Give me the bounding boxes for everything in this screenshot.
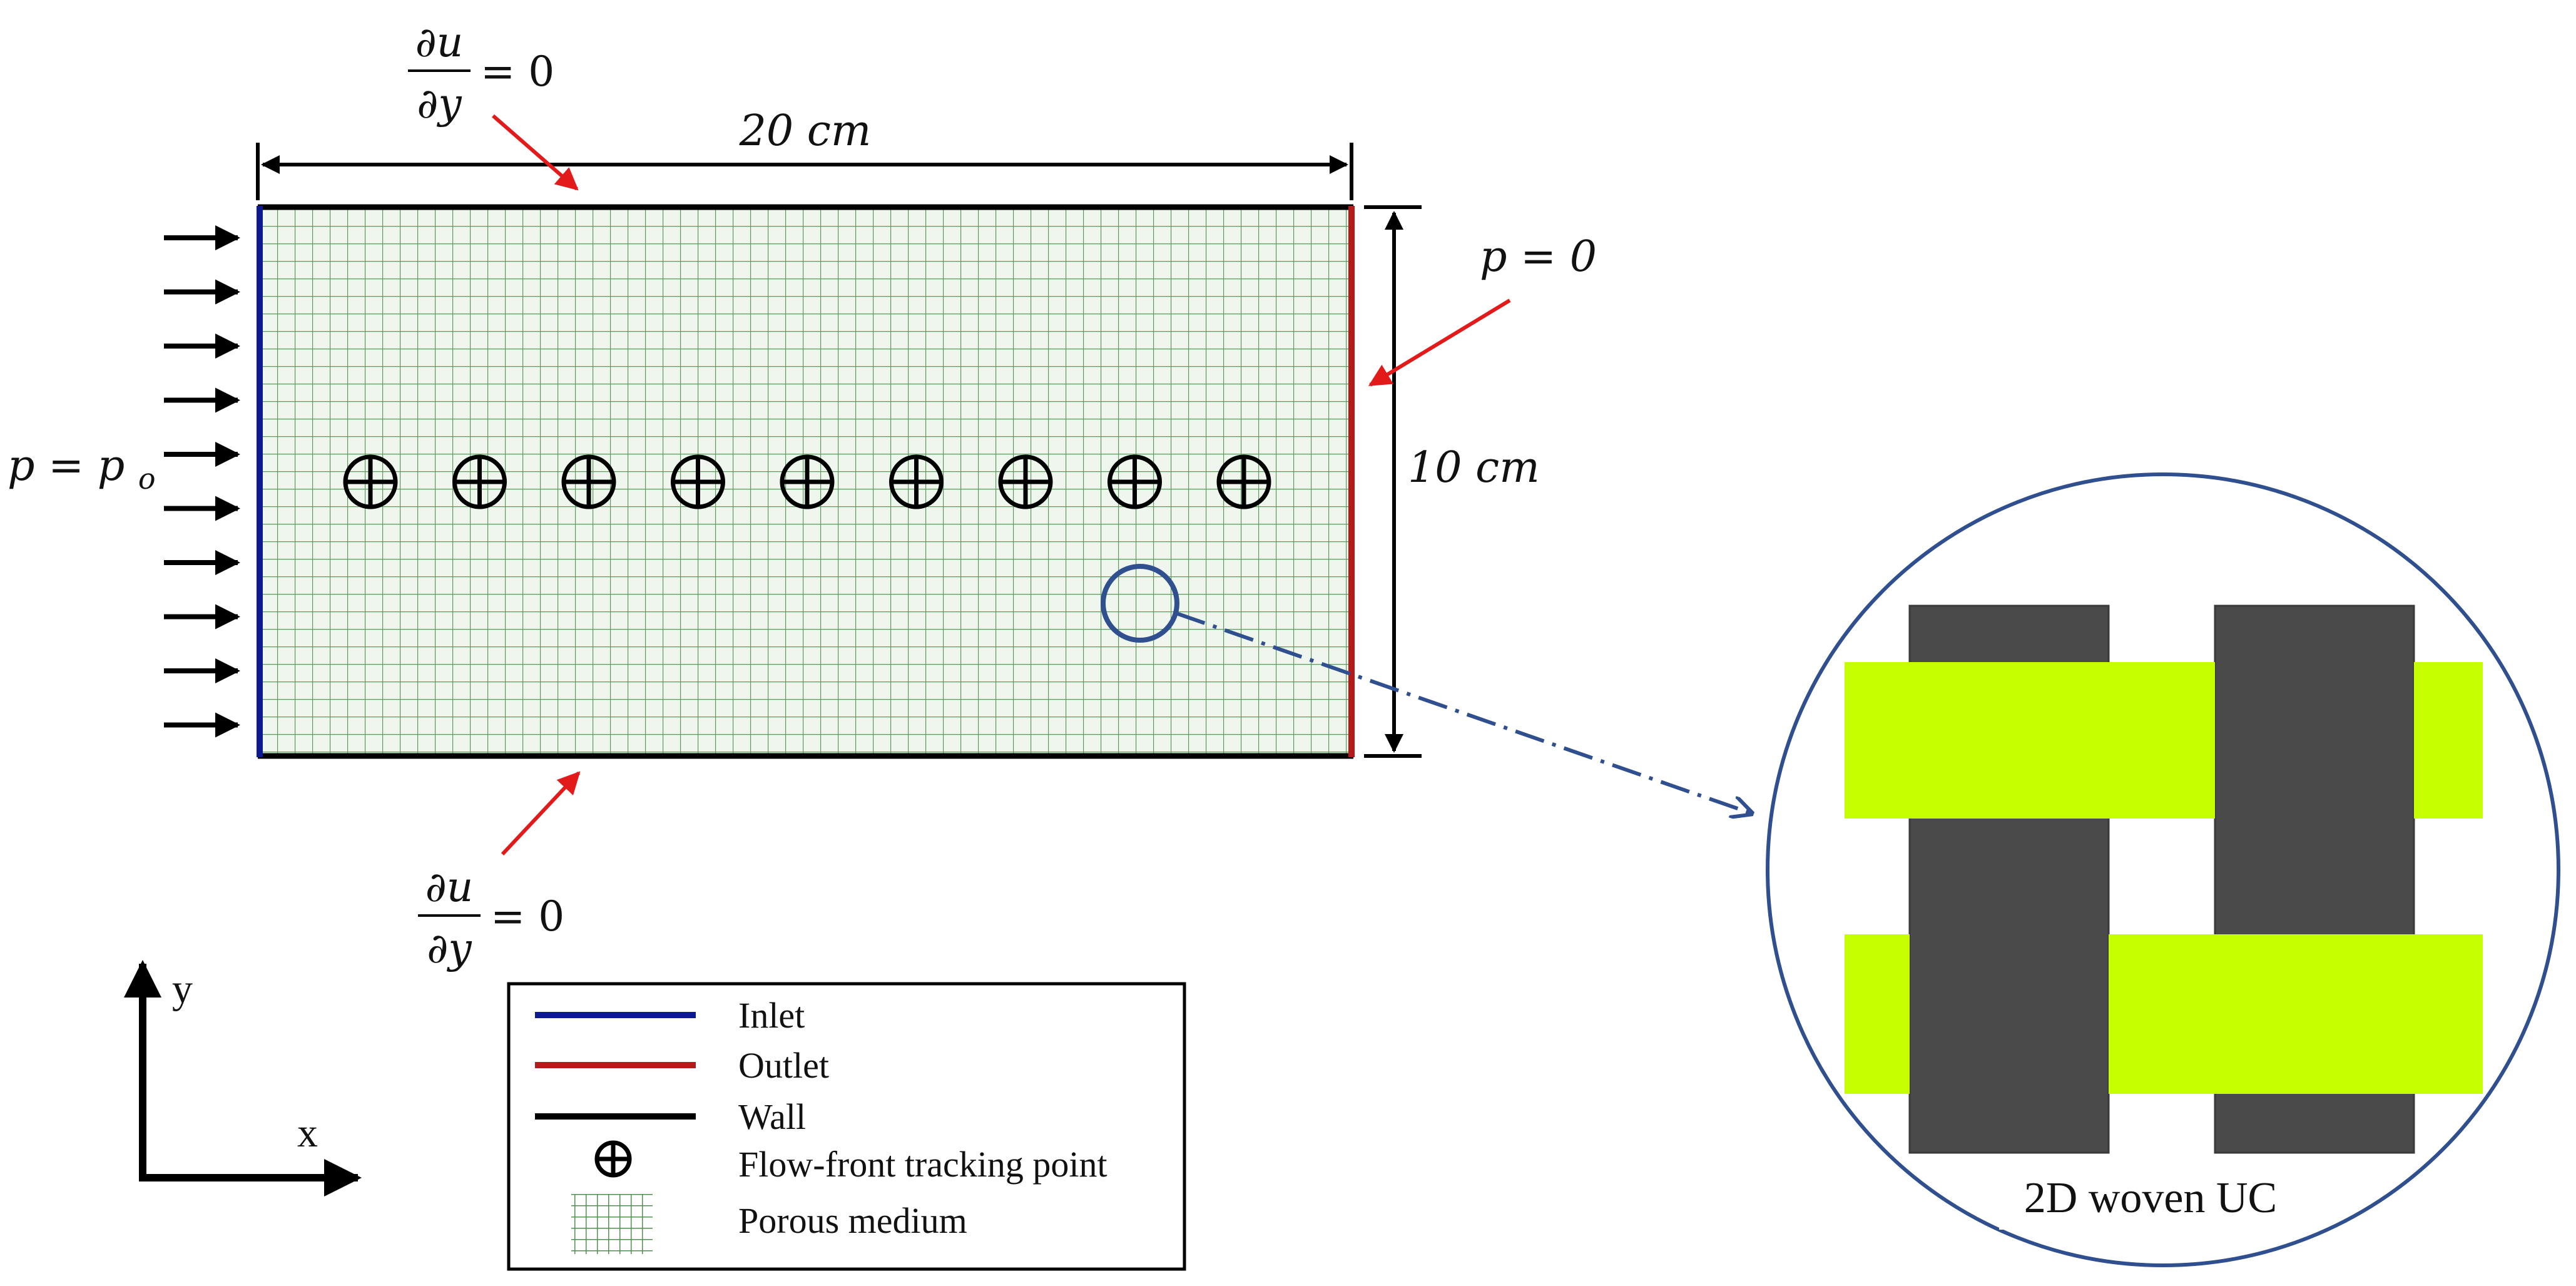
legend-item-label: Porous medium: [738, 1200, 967, 1241]
legend-porous-medium-swatch: [571, 1194, 653, 1254]
legend-item: Flow-front tracking point: [594, 1140, 1107, 1185]
height-dimension-label: 10 cm: [1408, 443, 1540, 492]
weft-yarn-top-left: [1845, 662, 2215, 819]
zoom-source-circle: [1101, 564, 1179, 643]
flow-front-tracking-point: [1216, 454, 1271, 509]
legend-tracking-point-swatch: [594, 1140, 632, 1178]
inset-caption-background: [1999, 1170, 2293, 1230]
flow-front-tracking-point: [889, 454, 944, 509]
bottom-condition-callout-arrow: [501, 771, 581, 856]
legend-item-label: Inlet: [738, 995, 805, 1036]
legend-item-label: Outlet: [738, 1045, 829, 1086]
flow-front-tracking-point: [780, 454, 835, 509]
width-dimension: [256, 143, 1353, 200]
inset-background: [1768, 474, 2558, 1265]
outlet-condition-label: p = 0: [1480, 232, 1597, 282]
bottom-condition-rhs: = 0: [491, 892, 564, 941]
weft-yarn-bottom-left: [1845, 934, 1910, 1094]
top-condition-denominator: ∂y: [417, 79, 462, 128]
flow-front-tracking-point: [671, 454, 725, 509]
legend-item: Porous medium: [571, 1194, 967, 1254]
legend-item-label: Flow-front tracking point: [738, 1144, 1107, 1185]
legend-item: Wall: [535, 1096, 806, 1137]
top-condition-callout-arrow: [492, 114, 579, 191]
coordinate-axes: [124, 960, 362, 1197]
legend-item: Inlet: [535, 995, 805, 1036]
legend-item: Outlet: [535, 1045, 829, 1086]
top-boundary-condition: ∂u ∂y = 0: [408, 18, 554, 128]
inlet-condition-label: p = p o: [8, 441, 156, 496]
flow-front-tracking-point: [1107, 454, 1162, 509]
outlet-condition-callout-arrow: [1368, 299, 1511, 387]
bottom-boundary-condition: ∂u ∂y = 0: [418, 863, 564, 972]
inlet-flow-arrows: [164, 225, 240, 738]
flow-front-tracking-point: [561, 454, 616, 509]
inset-caption: 2D woven UC: [2024, 1174, 2277, 1222]
bottom-condition-numerator: ∂u: [425, 863, 474, 911]
top-condition-numerator: ∂u: [415, 18, 464, 66]
weft-yarn-top-right: [2414, 662, 2483, 819]
legend-item-label: Wall: [738, 1096, 806, 1137]
tracking-points: [343, 454, 1271, 509]
inlet-condition-subscript: o: [138, 462, 156, 496]
height-dimension: [1364, 205, 1422, 758]
width-dimension-label: 20 cm: [739, 106, 872, 156]
inset-border: [1766, 472, 2560, 1267]
flow-front-tracking-point: [452, 454, 507, 509]
x-axis-label: x: [297, 1110, 318, 1156]
woven-unit-cell-inset: 2D woven UC: [1766, 472, 2560, 1267]
bottom-condition-denominator: ∂y: [427, 924, 472, 972]
weft-yarn-bottom-right: [2109, 934, 2483, 1094]
flow-front-tracking-point: [998, 454, 1053, 509]
inlet-condition-text: p = p: [8, 441, 125, 491]
top-condition-rhs: = 0: [481, 48, 554, 96]
flow-front-tracking-point: [343, 454, 398, 509]
y-axis-label: y: [172, 966, 193, 1012]
